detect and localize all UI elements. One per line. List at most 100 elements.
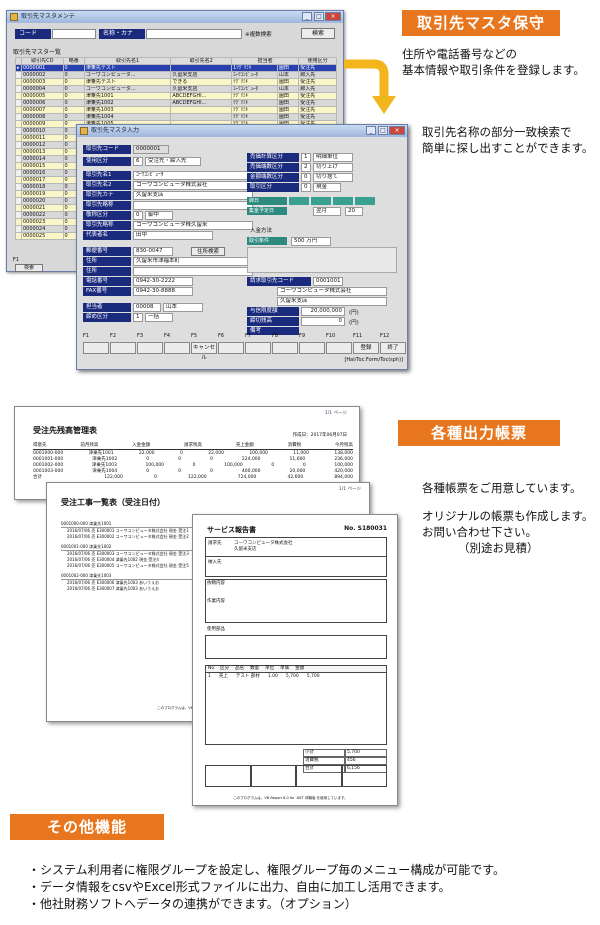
column-header[interactable]: 取引先名2	[170, 57, 233, 65]
name1-field[interactable]: ｺｰﾜｺﾝﾋﾟｭｰﾀ	[133, 171, 253, 180]
column-header[interactable]: 取引先CD	[21, 57, 64, 65]
doc1-cell: 0	[192, 463, 196, 468]
collect-cycle-field[interactable]: 翌月	[313, 207, 341, 216]
zip-field[interactable]: 830-0047	[133, 247, 173, 256]
kana-field[interactable]: 久留米支店	[133, 191, 253, 200]
amount-round-field[interactable]: 切り捨て	[313, 173, 353, 182]
table-cell: 0000012	[21, 141, 64, 149]
function-key-button[interactable]: 終了	[380, 342, 406, 354]
trade-field[interactable]: 現金	[313, 183, 341, 192]
collect-day-field[interactable]: 20	[345, 207, 363, 216]
item-cell: 1	[208, 674, 211, 679]
usage-field[interactable]: 受注先・締入先	[145, 157, 201, 166]
table-cell: 山本	[276, 85, 300, 93]
closing-day-3[interactable]	[333, 197, 353, 205]
table-cell: 園田	[276, 78, 300, 86]
table-cell: ﾂｸﾞﾘﾐｷ	[231, 78, 278, 86]
balance-field[interactable]: 0	[301, 317, 345, 326]
function-key-button[interactable]	[218, 342, 244, 354]
function-key-button[interactable]	[164, 342, 190, 354]
staff-name-field[interactable]: 山本	[163, 303, 203, 312]
close-div-field[interactable]: 一括	[145, 313, 173, 322]
code-input[interactable]	[52, 29, 96, 39]
function-key-button[interactable]	[245, 342, 271, 354]
doc1-col-header: 今月残高	[334, 443, 353, 448]
column-header[interactable]: 使用区分	[298, 57, 337, 65]
function-key-button[interactable]: 登録	[353, 342, 379, 354]
search-button[interactable]: 検索	[301, 28, 335, 39]
tel-field[interactable]: 0942-30-2222	[133, 277, 193, 286]
doc1-cell: 100,000	[334, 463, 353, 468]
column-header[interactable]: 担当者	[231, 57, 300, 65]
credit-field[interactable]: 20,000,000	[301, 307, 345, 316]
minimize-button[interactable]: _	[302, 12, 312, 21]
minimize-button[interactable]: _	[366, 126, 376, 135]
doc2-page: 1/1 ページ	[338, 487, 361, 492]
maximize-button[interactable]: □	[378, 126, 388, 135]
calc-code[interactable]: 1	[301, 153, 311, 162]
fax-field[interactable]: 0942-30-8888	[133, 287, 193, 296]
bill-code-field[interactable]: 0001001	[313, 277, 343, 286]
usage-code[interactable]: 6	[133, 157, 143, 166]
price-round-field[interactable]: 切り上げ	[313, 163, 353, 172]
code-field[interactable]: 0000001	[133, 145, 169, 154]
column-header[interactable]: 取引先名1	[83, 57, 172, 65]
function-key-button[interactable]	[326, 342, 352, 354]
customer-branch: 久留米支店	[234, 547, 257, 552]
trade-code[interactable]: 0	[301, 183, 311, 192]
function-key-button[interactable]: キャンセル	[191, 342, 217, 361]
closing-day-1[interactable]	[289, 197, 309, 205]
stamp-box	[250, 765, 296, 787]
address1-field[interactable]: 久留米市津福本町	[133, 257, 253, 266]
doc1-cell: 420,000	[334, 469, 353, 474]
close-button[interactable]: ×	[389, 126, 405, 135]
rep-field[interactable]: 田中	[133, 231, 213, 240]
terms-field[interactable]: 500 万円	[291, 237, 331, 246]
close-div-code[interactable]: 1	[133, 313, 143, 322]
maximize-button[interactable]: □	[314, 12, 324, 21]
feature-item: ・データ情報をcsvやExcel形式ファイルに出力、自由に加工し活用できます。	[28, 880, 451, 894]
closing-day-4[interactable]	[355, 197, 375, 205]
name2-field[interactable]: コーワコンピュータ株式会社	[133, 181, 253, 190]
label-credit: 与信限度額	[247, 307, 299, 316]
function-key-button[interactable]	[83, 342, 109, 354]
credit-unit: (円)	[349, 310, 359, 316]
table-cell: 0000024	[21, 225, 64, 233]
feature-item: ・システム利用者に権限グループを設定し、権限グループ毎のメニュー構成が可能です。	[28, 863, 506, 877]
doc1-cell: 122,000	[104, 475, 123, 480]
label-address1: 住所	[83, 257, 131, 266]
function-key-button[interactable]	[137, 342, 163, 354]
closing-day-2[interactable]	[311, 197, 331, 205]
footer-search-button[interactable]: 検索	[15, 264, 43, 272]
table-cell: 0	[62, 71, 85, 79]
calc-field[interactable]: 明細単位	[313, 153, 353, 162]
honorific-field[interactable]: 御中	[145, 211, 173, 220]
price-round-code[interactable]: 2	[301, 163, 311, 172]
abbrev-field[interactable]: コーワコンピュータ株久留米	[133, 221, 253, 230]
function-key-button[interactable]	[299, 342, 325, 354]
column-header[interactable]: 略番	[62, 57, 85, 65]
table-cell: 0000013	[21, 148, 64, 156]
bill-name1-field[interactable]: コーワコンピュータ株式会社	[277, 287, 387, 296]
abbrev-field-empty[interactable]	[133, 201, 253, 210]
function-key-button[interactable]	[272, 342, 298, 354]
staff-code-field[interactable]: 00008	[133, 303, 161, 312]
address-search-button[interactable]: 住所検索	[191, 247, 225, 256]
function-key-button[interactable]	[110, 342, 136, 354]
amount-round-code[interactable]: 0	[301, 173, 311, 182]
honorific-code[interactable]: 0	[133, 211, 143, 220]
table-cell: 園田	[276, 113, 300, 121]
bill-name2-field[interactable]: 久留米支店	[277, 297, 387, 306]
name-input[interactable]	[146, 29, 242, 39]
address2-field[interactable]	[133, 267, 253, 276]
close-button[interactable]: ×	[325, 12, 341, 21]
